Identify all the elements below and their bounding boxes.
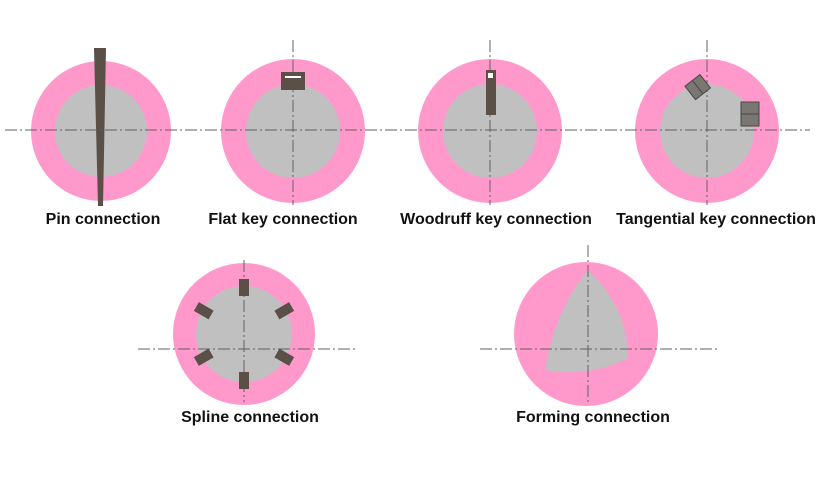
- flat-key: [281, 72, 305, 90]
- pin: [94, 48, 106, 206]
- forming-connection-label: Forming connection: [516, 409, 670, 426]
- flat-key-connection-label: Flat key connection: [208, 211, 358, 228]
- woodruff-key-slot: [488, 73, 493, 78]
- forming-connection-figure: [480, 245, 720, 406]
- spline-tooth: [274, 302, 295, 320]
- spline-tooth: [193, 348, 214, 366]
- tangential-key-connection-figure: [635, 40, 779, 205]
- tangential-key-top: [684, 73, 712, 101]
- spline-shaft: [196, 286, 292, 382]
- spline-teeth: [193, 279, 295, 389]
- woodruff-key-connection-label: Woodruff key connection: [400, 211, 592, 228]
- spline-connection-figure: [138, 260, 358, 405]
- woodruff-key: [486, 70, 496, 115]
- tangential-key-connection-label: Tangential key connection: [616, 211, 816, 228]
- woodruff-key-connection-figure: [418, 40, 562, 205]
- pin-connection-figure: [31, 48, 171, 206]
- tangential-key-right: [740, 101, 760, 127]
- flat-key-connection-figure: [221, 40, 365, 205]
- forming-shaft-profile: [545, 270, 628, 373]
- pin-connection-label: Pin connection: [45, 211, 161, 228]
- spline-tooth: [239, 279, 249, 296]
- spline-tooth: [239, 372, 249, 389]
- spline-tooth: [274, 348, 295, 366]
- spline-connection-label: Spline connection: [181, 409, 319, 426]
- spline-tooth: [193, 302, 214, 320]
- flat-key-slot: [285, 76, 301, 78]
